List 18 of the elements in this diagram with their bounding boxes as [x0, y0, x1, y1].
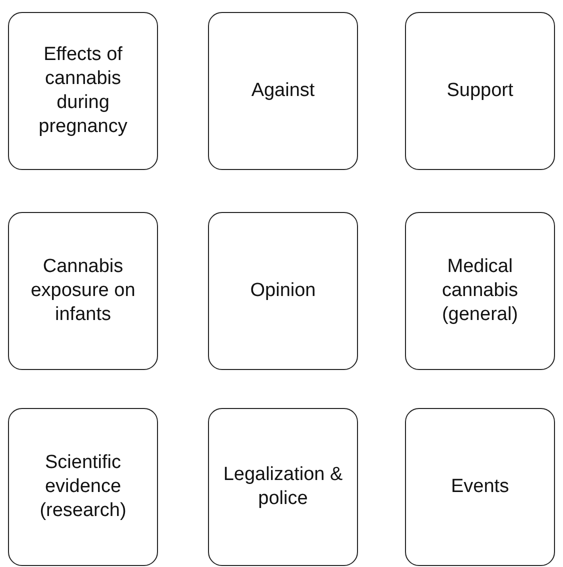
topic-label: Medical cannabis (general): [440, 255, 520, 327]
topic-box: [405, 408, 555, 566]
topic-box: [8, 408, 158, 566]
topic-label: Cannabis exposure on infants: [30, 255, 136, 327]
topic-label: Scientific evidence (research): [38, 451, 128, 523]
topic-label: Support: [446, 79, 514, 103]
topic-box: [405, 12, 555, 170]
topic-box: [8, 12, 158, 170]
topic-box: [8, 212, 158, 370]
topic-label: Legalization & police: [222, 463, 344, 511]
topic-label: Effects of cannabis during pregnancy: [38, 43, 128, 139]
topic-box: [208, 12, 358, 170]
topic-label: Opinion: [250, 279, 316, 303]
topic-label: Events: [450, 475, 510, 499]
topic-label: Against: [251, 79, 315, 103]
topic-box: [208, 212, 358, 370]
topic-box: [208, 408, 358, 566]
topic-box: [405, 212, 555, 370]
